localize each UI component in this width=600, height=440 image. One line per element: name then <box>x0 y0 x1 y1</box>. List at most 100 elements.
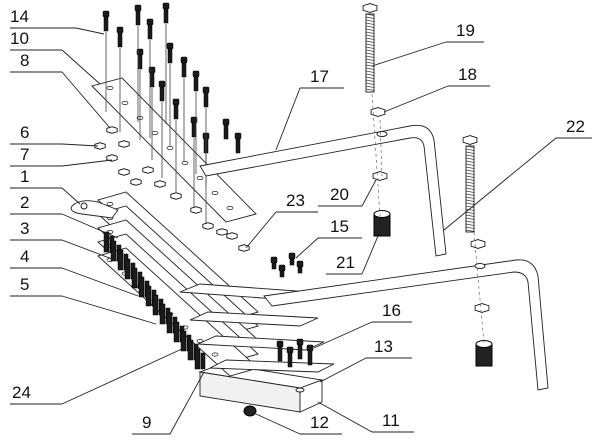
long-bolt-lower-thread <box>465 217 475 220</box>
base-hole <box>295 387 305 393</box>
long-bolt-upper-thread <box>365 37 375 40</box>
hex-bolt-1 <box>102 10 110 32</box>
washer-nut-18 <box>370 107 386 117</box>
top-plate-hole <box>106 86 114 90</box>
spacer-21-top <box>373 210 391 218</box>
hex-bolt-5 <box>162 2 170 24</box>
part-label-2: 2 <box>20 193 29 212</box>
center-axis-1 <box>371 93 381 217</box>
long-bolt-lower-thread <box>465 184 475 187</box>
lower-bolt-1-shank <box>277 346 283 362</box>
cluster-bolt <box>110 240 117 262</box>
hex-bolt-7-head <box>180 56 188 64</box>
hex-bolt-16-shank <box>223 124 229 140</box>
long-bolt-lower-thread <box>465 190 475 193</box>
long-bolt-lower-thread <box>465 163 475 166</box>
upper-bracket <box>199 124 447 257</box>
leader-line-12 <box>255 413 301 435</box>
part-label-1: 1 <box>20 167 29 186</box>
cluster-bolt <box>152 294 159 316</box>
cluster-bolt <box>166 312 173 334</box>
spacer-nut-1 <box>226 232 238 240</box>
long-bolt-upper-thread <box>365 16 375 19</box>
top-plate <box>91 77 257 223</box>
long-bolt-lower-thread <box>465 229 475 232</box>
part-label-15: 15 <box>330 217 349 236</box>
long-bolt-upper-thread <box>365 43 375 46</box>
side-knob <box>243 405 257 417</box>
long-bolt-lower-head <box>462 135 478 145</box>
part-label-23: 23 <box>286 191 305 210</box>
lower-bracket <box>263 259 549 391</box>
cluster-bolt <box>103 231 110 253</box>
hex-bolt-8-shank <box>193 76 199 92</box>
leader-line-14 <box>75 27 105 35</box>
leader-line-24 <box>61 347 185 405</box>
lower-bolt-2-head <box>286 346 294 354</box>
hex-bolt-7 <box>180 56 188 78</box>
lower-bolt-1-head <box>276 340 284 348</box>
small-bolt-4-head <box>296 260 304 268</box>
plate-hole <box>211 352 219 357</box>
plate-hole <box>196 339 204 343</box>
leader-line-11 <box>317 401 373 433</box>
leader-line-22 <box>443 137 557 231</box>
long-bolt-lower-thread <box>465 178 475 181</box>
long-bolt-upper-thread <box>365 40 375 43</box>
long-bolt-upper-thread <box>365 67 375 70</box>
hex-bolt-1-shank <box>103 16 109 32</box>
long-bolt-upper-thread <box>365 25 375 28</box>
leader-line-10 <box>61 49 101 85</box>
hex-nut-9 <box>94 142 106 150</box>
lower-bolt-4 <box>306 344 314 366</box>
hex-bolt-13-shank <box>173 104 179 120</box>
part-label-12: 12 <box>310 413 329 432</box>
cluster-bolt <box>131 267 138 289</box>
leader-line-8 <box>61 71 111 129</box>
mid-plate-b <box>189 311 319 327</box>
long-bolt-lower-thread <box>465 172 475 175</box>
long-bolt-lower-thread <box>465 214 475 217</box>
center-axis-2 <box>379 119 383 177</box>
leader-line-17 <box>275 87 301 151</box>
hex-bolt-5-shank <box>163 8 169 24</box>
top-plate-hole <box>121 101 129 105</box>
long-bolt-upper-thread <box>365 49 375 52</box>
top-plate-hole <box>151 131 159 135</box>
top-plate-hole <box>181 161 189 165</box>
long-bolt-upper-thread <box>365 52 375 55</box>
hex-bolt-17-shank <box>235 138 241 154</box>
hex-bolt-17 <box>234 132 242 154</box>
long-bolt-upper-thread <box>365 55 375 58</box>
part-label-13: 13 <box>374 337 393 356</box>
small-bolt-2 <box>278 264 286 278</box>
lower-bolt-4-head <box>306 344 314 352</box>
part-label-24: 24 <box>12 383 31 402</box>
hex-bolt-9-shank <box>203 92 209 108</box>
leader-line-4 <box>61 267 139 297</box>
part-label-17: 17 <box>310 67 329 86</box>
long-bolt-upper-thread <box>365 46 375 49</box>
part-label-4: 4 <box>20 247 29 266</box>
part-label-19: 19 <box>456 21 475 40</box>
long-bolt-lower-thread <box>465 157 475 160</box>
long-bolt-lower-thread <box>465 148 475 151</box>
hex-bolt-3-shank <box>135 10 141 26</box>
hex-bolt-5-head <box>162 2 170 10</box>
long-bolt-upper-thread <box>365 85 375 88</box>
long-bolt-lower-thread <box>465 208 475 211</box>
lower-bolt-3-shank <box>297 344 303 360</box>
hex-bolt-12 <box>158 80 166 102</box>
hex-nut-1 <box>106 126 118 134</box>
part-label-16: 16 <box>382 301 401 320</box>
hex-nut-4 <box>154 180 166 188</box>
hex-bolt-12-head <box>158 80 166 88</box>
handle-hole <box>80 202 88 210</box>
cluster-bolt <box>173 321 180 343</box>
small-bolt-3-head <box>288 252 296 260</box>
long-bolt-lower-thread <box>465 226 475 229</box>
hex-bolt-6-head <box>166 42 174 50</box>
hex-nut-3 <box>142 166 154 174</box>
